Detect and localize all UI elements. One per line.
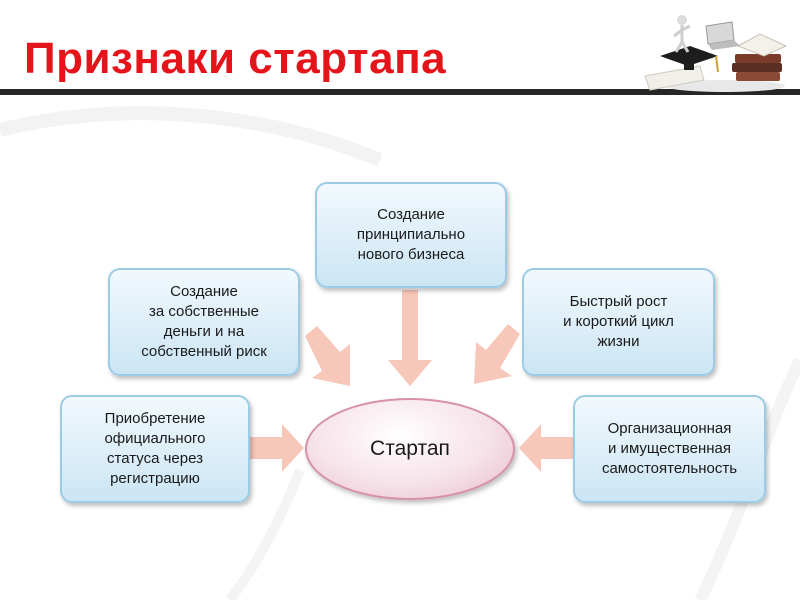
node-text-line: и имущественная: [608, 440, 731, 457]
arrow-lower-left: [250, 424, 304, 472]
node-text-line: деньги и на: [163, 323, 245, 340]
node-text: Приобретение официального статуса через рег…: [104, 409, 205, 489]
node-own-funds-risk: Создание за собственные деньги и на собстве…: [108, 268, 300, 376]
node-text: Организационная и имущественная самостояте…: [602, 419, 737, 479]
node-text-line: Быстрый рост: [569, 293, 668, 310]
node-text-line: принципиально: [356, 226, 466, 243]
node-text: Быстрый рост и короткий цикл жизни: [563, 292, 674, 352]
node-text-line: жизни: [597, 333, 640, 350]
node-fast-growth: Быстрый рост и короткий цикл жизни: [522, 268, 715, 376]
node-autonomy: Организационная и имущественная самостояте…: [573, 395, 766, 503]
node-text-line: и короткий цикл: [563, 313, 674, 330]
node-text-line: Создание: [170, 283, 238, 300]
node-text: Создание за собственные деньги и на собстве…: [141, 282, 267, 362]
node-text-line: Приобретение: [104, 410, 206, 427]
center-node-startup: Стартап: [305, 398, 515, 500]
arrow-upper-left: [305, 326, 350, 386]
arrow-lower-right: [519, 424, 573, 472]
node-text-line: за собственные: [148, 303, 260, 320]
node-text: Создание принципиально нового бизнеса: [357, 205, 465, 265]
node-new-business: Создание принципиально нового бизнеса: [315, 182, 507, 288]
node-text-line: собственный риск: [141, 343, 267, 360]
node-official-status: Приобретение официального статуса через рег…: [60, 395, 250, 503]
page-title: Признаки стартапа: [24, 34, 447, 83]
node-text-line: регистрацию: [110, 470, 200, 487]
node-text-line: Создание: [377, 206, 445, 223]
arrow-top: [388, 290, 432, 386]
graduation-books-icon: [644, 15, 788, 92]
node-text-line: самостоятельность: [601, 460, 738, 477]
node-text-line: статуса через: [107, 450, 203, 467]
title-divider: [0, 89, 800, 95]
node-text-line: нового бизнеса: [357, 246, 465, 263]
node-text-line: Организационная: [607, 420, 732, 437]
arrow-upper-right: [474, 324, 520, 384]
node-text-line: официального: [104, 430, 206, 447]
